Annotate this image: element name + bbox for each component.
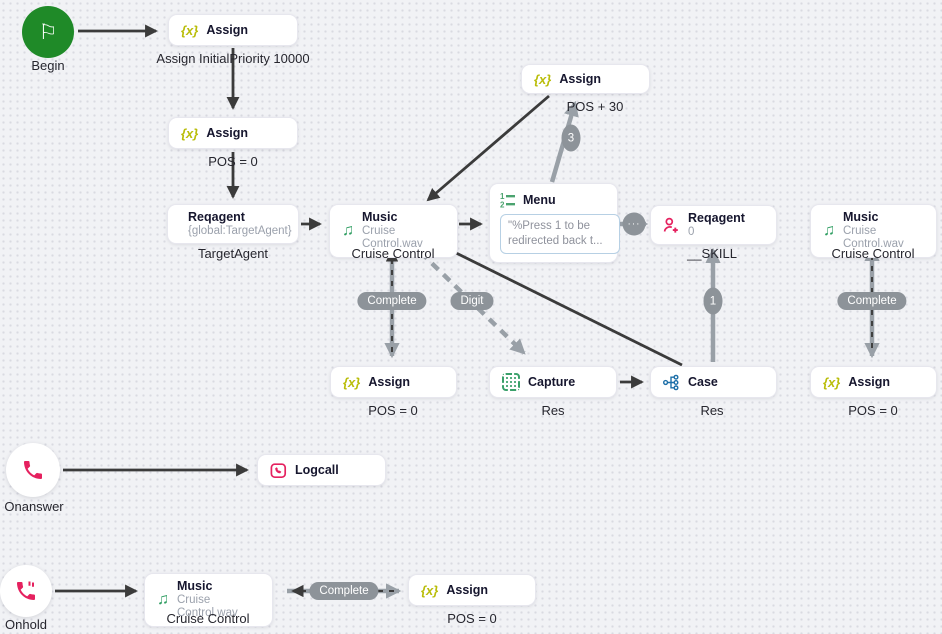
edge-badge-digit[interactable]: Digit	[450, 292, 494, 310]
node-title: Assign	[206, 23, 249, 37]
dotted-scan-icon	[502, 373, 520, 391]
node-title: Reqagent	[188, 210, 245, 224]
node-title: Assign	[368, 375, 411, 389]
node-caption: POS = 0	[208, 154, 258, 169]
node-caption: TargetAgent	[197, 246, 269, 261]
node-reqagent-skill[interactable]: Reqagent 0	[650, 205, 777, 246]
node-caption: POS = 0	[447, 611, 497, 626]
node-caption: Res	[541, 403, 565, 418]
edge-badge-complete-left[interactable]: Complete	[357, 292, 427, 310]
node-caption: POS = 0	[368, 403, 418, 418]
node-caption: Assign InitialPriority 10000	[156, 51, 310, 66]
onhold-label: Onhold	[5, 617, 47, 632]
node-music-bottom[interactable]: ♫ Music Cruise Control.wav	[144, 573, 273, 627]
menu-prompt-text[interactable]: "%Press 1 to be redirected back t...	[500, 214, 620, 254]
assign-icon: {x}	[421, 582, 439, 598]
phone-log-icon	[270, 462, 287, 478]
node-title: Logcall	[295, 463, 339, 477]
node-reqagent-targetagent[interactable]: Reqagent {global:TargetAgent}	[167, 204, 299, 245]
node-title: Case	[688, 375, 718, 389]
node-subtitle: Cruise Control.wav	[177, 593, 238, 620]
node-assign-pos0-right[interactable]: {x} Assign	[810, 366, 937, 398]
node-title: Assign	[206, 126, 249, 140]
branch-icon	[663, 374, 679, 390]
music-icon: ♫	[342, 221, 354, 239]
edge-badge-complete-bottom[interactable]: Complete	[309, 582, 379, 600]
node-subtitle: {global:TargetAgent}	[188, 224, 292, 237]
svg-text:1: 1	[500, 192, 505, 201]
edge-case-to-music[interactable]	[434, 241, 683, 367]
phone-icon	[24, 461, 42, 479]
node-title: Music	[843, 210, 879, 224]
edge-badge-complete-right[interactable]: Complete	[837, 292, 907, 310]
node-title: Menu	[523, 193, 556, 207]
node-caption: __SKILL	[687, 246, 737, 261]
node-subtitle: Cruise Control.wav	[362, 224, 423, 251]
node-title: Assign	[446, 583, 489, 597]
node-assign-pos30[interactable]: {x} Assign	[521, 64, 650, 94]
node-assign-initialpriority[interactable]: {x} Assign	[168, 14, 298, 46]
music-icon: ♫	[157, 590, 169, 608]
node-assign-pos0-bottom[interactable]: {x} Assign	[408, 574, 536, 606]
node-assign-pos0-left[interactable]: {x} Assign	[330, 366, 457, 398]
edge-badge-3[interactable]: 3	[561, 124, 581, 152]
music-icon: ♫	[823, 221, 835, 239]
begin-node[interactable]: ⚐	[22, 6, 74, 58]
flag-icon: ⚐	[38, 20, 58, 44]
assign-icon: {x}	[181, 22, 199, 38]
phone-hold-icon	[17, 581, 35, 600]
edge-badge-dots[interactable]: ···	[622, 212, 646, 236]
node-capture[interactable]: Capture	[489, 366, 617, 398]
node-subtitle: 0	[688, 225, 695, 238]
node-title: Capture	[528, 375, 576, 389]
agent-plus-icon	[663, 217, 678, 233]
node-caption: Res	[700, 403, 724, 418]
node-title: Assign	[848, 375, 891, 389]
onanswer-label: Onanswer	[4, 499, 64, 514]
node-caption: Cruise Control	[166, 611, 250, 626]
svg-text:2: 2	[500, 201, 505, 209]
node-caption: Cruise Control	[831, 246, 915, 261]
onhold-node[interactable]	[0, 565, 52, 617]
node-subtitle: Cruise Control.wav	[843, 224, 904, 251]
ordered-list-icon: 1 2	[500, 192, 515, 209]
assign-icon: {x}	[534, 71, 552, 87]
begin-label: Begin	[31, 58, 65, 73]
node-title: Assign	[559, 72, 602, 86]
node-title: Music	[362, 210, 398, 224]
assign-icon: {x}	[181, 125, 199, 141]
node-title: Music	[177, 579, 213, 593]
node-caption: POS + 30	[566, 99, 624, 114]
edge-assign30-to-music[interactable]	[426, 94, 550, 202]
assign-icon: {x}	[823, 374, 841, 390]
node-caption: Cruise Control	[351, 246, 435, 261]
node-caption: POS = 0	[848, 403, 898, 418]
node-logcall[interactable]: Logcall	[257, 454, 386, 486]
node-case[interactable]: Case	[650, 366, 777, 398]
node-title: Reqagent	[688, 211, 745, 225]
onanswer-node[interactable]	[6, 443, 60, 497]
assign-icon: {x}	[343, 374, 361, 390]
node-assign-pos0-top[interactable]: {x} Assign	[168, 117, 298, 149]
edge-badge-1[interactable]: 1	[703, 287, 723, 315]
node-menu[interactable]: 1 2 Menu "%Press 1 to be redirected back…	[489, 183, 620, 263]
